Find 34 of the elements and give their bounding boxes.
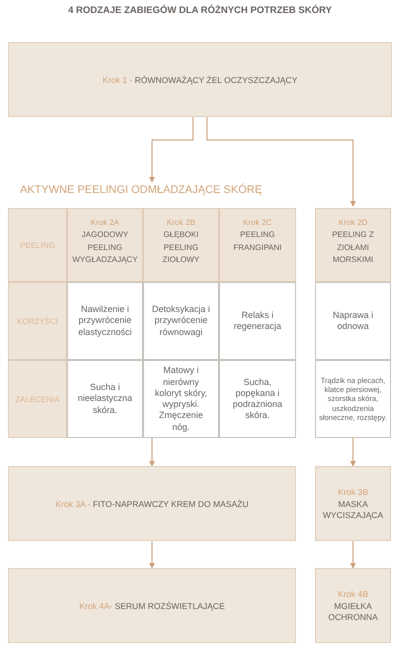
step-box xyxy=(315,568,391,643)
diagram-title: 4 RODZAJE ZABIEGÓW DLA RÓŻNYCH POTRZEB SKÓRY xyxy=(67,5,333,16)
step-number: Krok 4B xyxy=(338,589,368,600)
step-box xyxy=(8,466,296,541)
table-cell: Naprawa i odnowa xyxy=(315,282,391,360)
column-header: Krok 2C PEELING FRANGIPANI xyxy=(219,208,296,282)
table-cell: Sucha i nieelastyczna skóra. xyxy=(67,360,143,438)
column-header: Krok 2D PEELING Z ZIOŁAMI MORSKIMI xyxy=(315,208,391,282)
table-cell: Detoksykacja i przywrócenie równowagi xyxy=(143,282,219,360)
arrow xyxy=(350,438,356,467)
row-header: ZALECENIA xyxy=(8,360,67,438)
row-header: KORZYŚCI xyxy=(8,282,67,360)
step-label: Krok 4A- SERUM ROZŚWIETLAJĄCE xyxy=(78,600,226,610)
table-cell: Nawilżenie i przywrócenie elastyczności xyxy=(67,282,143,360)
section-heading: AKTYWNE PEELINGI ODMŁADZAJĄCE SKÓRĘ xyxy=(20,184,262,196)
row-header: PEELING xyxy=(8,208,67,282)
arrow xyxy=(149,116,194,183)
step-box xyxy=(8,42,392,117)
step-name: MASKA WYCISZAJĄCA xyxy=(322,499,384,520)
column-header: Krok 2A JAGODOWY PEELING WYGŁADZAJĄCY xyxy=(67,208,143,282)
step-box xyxy=(315,466,391,541)
table-cell: Sucha, popękana i podrażniona skóra. xyxy=(219,360,296,438)
table-cell: Matowy i nierówny koloryt skóry, wypryski. Zmęczenie nóg. xyxy=(143,360,219,438)
arrow xyxy=(350,540,356,569)
step-box xyxy=(8,568,296,643)
step-name: MGIEŁKA OCHRONNA xyxy=(327,601,379,622)
step-label: Krok 1 - RÓWNOWAŻĄCY ŻEL OCZYSZCZAJĄCY xyxy=(102,74,298,84)
arrow xyxy=(206,116,356,207)
step-label: Krok 3A - FITO-NAPRAWCZY KREM DO MASAŻU xyxy=(54,498,250,508)
step-number: Krok 3B xyxy=(338,487,368,498)
table-cell: Relaks i regeneracja xyxy=(219,282,296,360)
arrow xyxy=(149,438,155,467)
arrow xyxy=(149,540,155,569)
column-header: Krok 2B GŁĘBOKI PEELING ZIOŁOWY xyxy=(143,208,219,282)
